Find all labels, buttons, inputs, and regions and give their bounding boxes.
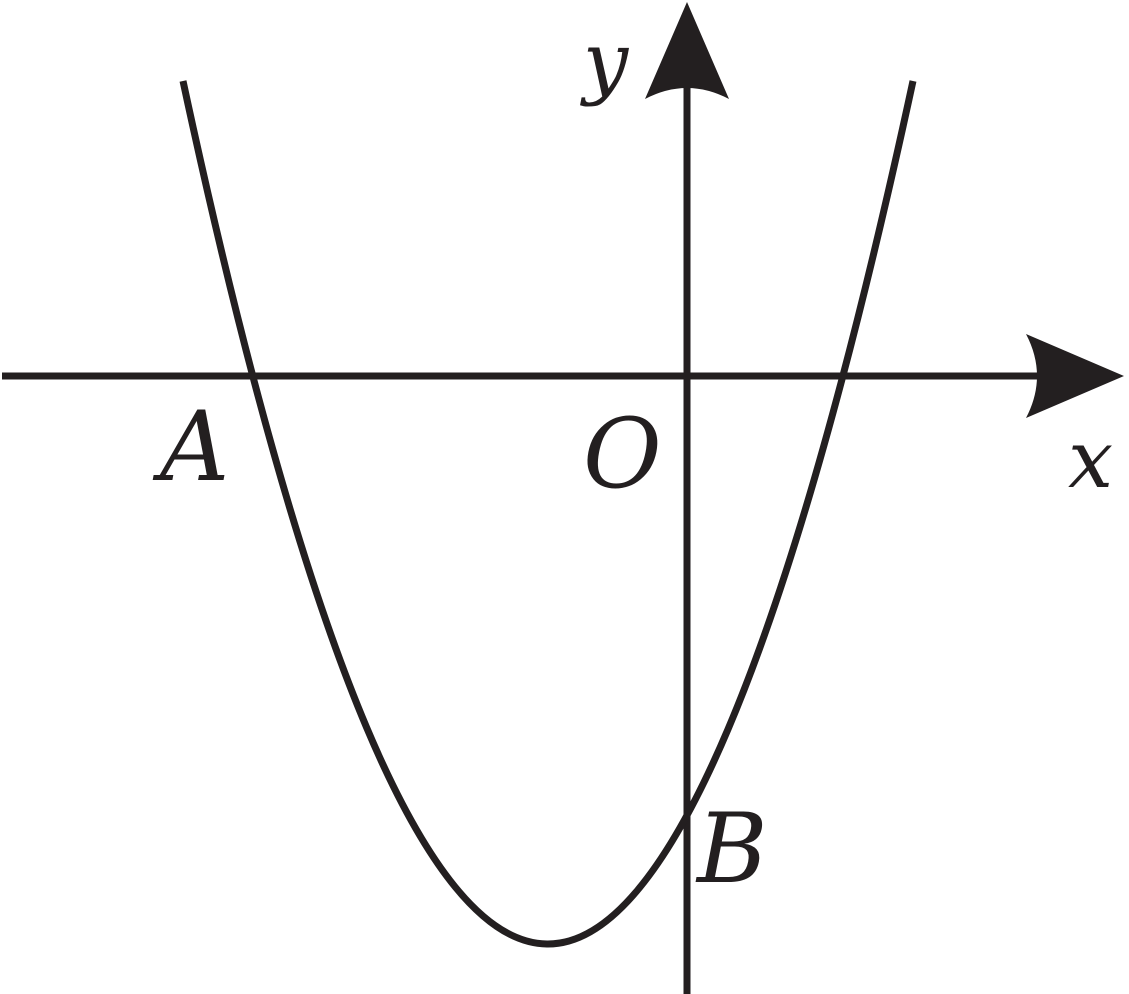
y-axis-arrow-icon [645, 2, 729, 99]
point-a-label: A [152, 391, 229, 503]
point-b-label: B [695, 793, 768, 905]
y-axis-label: y [580, 15, 630, 108]
x-axis-arrow-icon [1026, 334, 1124, 418]
x-axis-label: x [1068, 413, 1113, 506]
origin-label: O [583, 398, 662, 510]
parabola-curve [179, 80, 917, 948]
